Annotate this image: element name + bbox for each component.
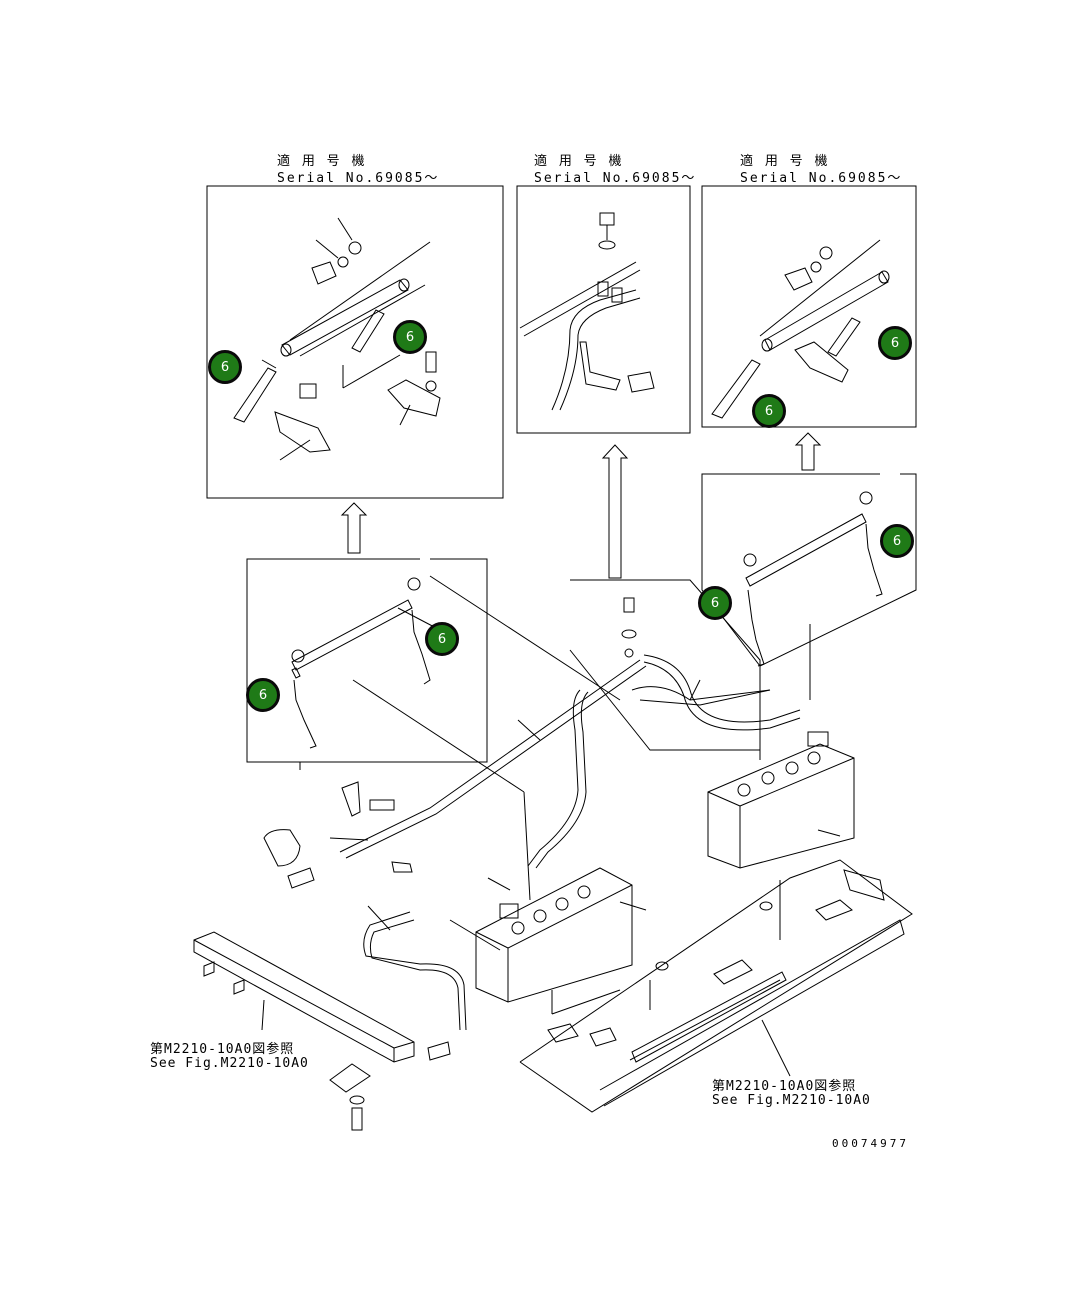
battery-box-frame <box>519 859 913 1113</box>
callout-badge-6[interactable]: 6 <box>246 678 280 712</box>
reference-label-jp-left: 第M2210-10A0図参照 <box>150 1042 295 1057</box>
inset-top-center-parts <box>519 212 655 411</box>
inset-serial-label-en-center: Serial No.69085～ <box>534 171 697 186</box>
inset-frame-mid-right <box>701 473 917 667</box>
main-cables <box>339 654 801 1031</box>
inset-serial-label-en-right: Serial No.69085～ <box>740 171 903 186</box>
inset-serial-label-jp-center: 適 用 号 機 <box>534 154 624 169</box>
inset-frame-top-left <box>206 185 504 499</box>
battery-right <box>707 731 855 869</box>
callout-badge-6[interactable]: 6 <box>878 326 912 360</box>
reference-label-en-right: See Fig.M2210-10A0 <box>712 1093 871 1108</box>
arrow-up-center <box>601 444 629 579</box>
callout-badge-6[interactable]: 6 <box>425 622 459 656</box>
battery-left <box>475 867 633 1003</box>
callout-badge-6[interactable]: 6 <box>698 586 732 620</box>
callout-badge-6[interactable]: 6 <box>208 350 242 384</box>
inset-frame-top-right <box>701 185 917 428</box>
inset-mid-center-parts <box>621 597 637 658</box>
inset-mid-left-parts <box>291 577 441 749</box>
inset-top-right-parts <box>711 239 890 419</box>
inset-frame-mid-left <box>246 558 488 763</box>
inset-serial-label-en-left: Serial No.69085～ <box>277 171 440 186</box>
arrow-up-left <box>340 502 368 554</box>
inset-top-left-parts <box>233 217 441 461</box>
arrow-up-right <box>794 432 822 471</box>
callout-badge-6[interactable]: 6 <box>752 394 786 428</box>
inset-serial-label-jp-left: 適 用 号 機 <box>277 154 367 169</box>
reference-label-en-left: See Fig.M2210-10A0 <box>150 1056 309 1071</box>
reference-label-jp-right: 第M2210-10A0図参照 <box>712 1079 857 1094</box>
leader-lines <box>261 575 841 1077</box>
crossbar-left <box>193 931 415 1063</box>
small-parts-left <box>263 781 451 1131</box>
inset-serial-label-jp-right: 適 用 号 機 <box>740 154 830 169</box>
callout-badge-6[interactable]: 6 <box>880 524 914 558</box>
callout-badge-6[interactable]: 6 <box>393 320 427 354</box>
inset-frame-top-center <box>516 185 691 434</box>
drawing-number: 00074977 <box>832 1137 909 1150</box>
inset-mid-right-parts <box>743 491 883 667</box>
